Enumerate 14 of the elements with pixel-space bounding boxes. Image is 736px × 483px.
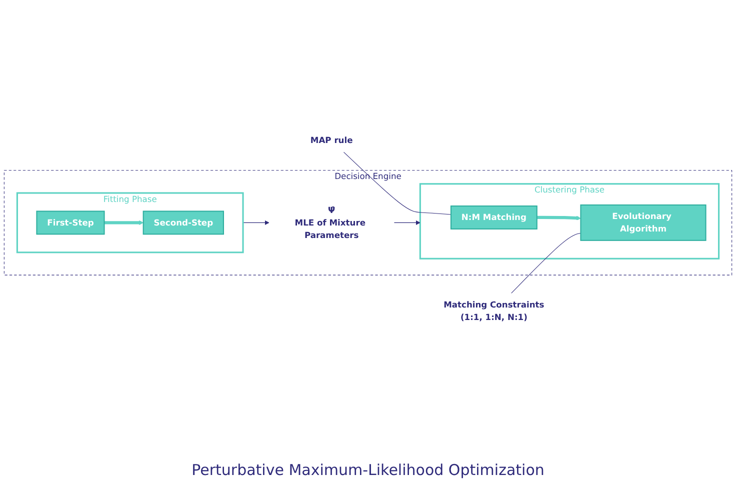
node-box: N:M Matching [450, 205, 538, 230]
node-box: Evolutionary Algorithm [580, 204, 706, 240]
node-text: Matching Constraints (1:1, 1:N, N:1) [444, 299, 544, 322]
connector [510, 232, 581, 294]
arrow [104, 220, 144, 225]
node-box: First-Step [36, 210, 105, 234]
node-text: MAP rule [310, 134, 353, 145]
arrow [394, 220, 420, 225]
arrow [242, 220, 270, 225]
connector [343, 151, 452, 214]
arrow [536, 215, 581, 220]
note-text: Perturbative Maximum-Likelihood Optimization [192, 461, 544, 479]
node-text: Ψ̂ MLE of Mixture Parameters [294, 204, 366, 240]
node-box: Second-Step [142, 210, 224, 234]
